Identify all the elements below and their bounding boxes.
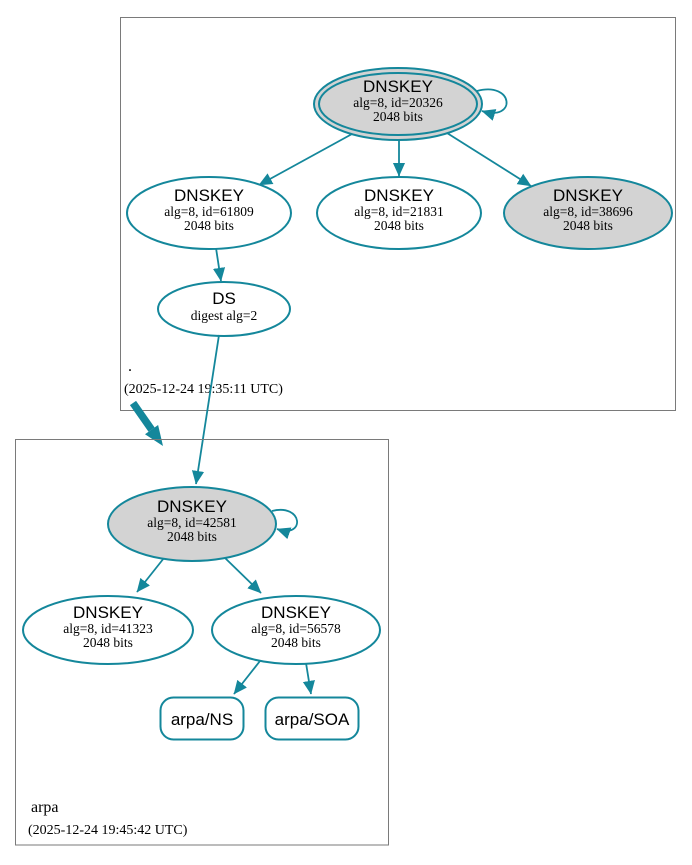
rrset-label: arpa/SOA	[275, 710, 350, 729]
node-detail2: 2048 bits	[184, 218, 234, 233]
zone-root-label: .	[128, 358, 132, 375]
rrset-label: arpa/NS	[171, 710, 233, 729]
node-detail2: 2048 bits	[271, 635, 321, 650]
edge-56578-arpa-soa	[302, 662, 315, 695]
zone-arpa-label: arpa	[31, 799, 59, 816]
node-detail1: digest alg=2	[191, 308, 257, 323]
node-title: DNSKEY	[73, 603, 143, 622]
node-detail1: alg=8, id=42581	[147, 515, 236, 530]
node-dnskey-41323[interactable]: DNSKEY alg=8, id=41323 2048 bits	[22, 595, 194, 665]
node-dnskey-42581[interactable]: DNSKEY alg=8, id=42581 2048 bits	[107, 486, 277, 562]
node-dnskey-21831[interactable]: DNSKEY alg=8, id=21831 2048 bits	[316, 176, 482, 250]
node-title: DNSKEY	[363, 77, 433, 96]
node-detail2: 2048 bits	[373, 109, 423, 124]
node-detail1: alg=8, id=38696	[543, 204, 633, 219]
node-ds[interactable]: DS digest alg=2	[157, 281, 291, 337]
edge-56578-arpa-ns	[233, 660, 261, 695]
node-dnskey-20326[interactable]: DNSKEY alg=8, id=20326 2048 bits	[313, 67, 483, 141]
node-title: DNSKEY	[553, 186, 623, 205]
zone-root-box	[120, 17, 676, 411]
node-title: DNSKEY	[261, 603, 331, 622]
edge-delegation-arrowhead	[145, 425, 163, 446]
node-detail2: 2048 bits	[563, 218, 613, 233]
node-detail1: alg=8, id=56578	[251, 621, 341, 636]
node-title: DNSKEY	[364, 186, 434, 205]
edge-20326-self-loop	[476, 88, 508, 121]
zone-arpa: arpa (2025-12-24 19:45:42 UTC) DNSKEY al…	[15, 439, 389, 846]
zone-arpa-box	[15, 439, 389, 846]
node-dnskey-61809[interactable]: DNSKEY alg=8, id=61809 2048 bits	[126, 176, 292, 250]
edge-ds-42581	[191, 334, 220, 485]
edge-delegation-shaft	[129, 400, 155, 432]
node-dnskey-38696[interactable]: DNSKEY alg=8, id=38696 2048 bits	[503, 176, 673, 250]
edge-20326-38696	[446, 132, 532, 187]
cross-zone-edges	[129, 334, 220, 485]
edge-61809-ds	[212, 247, 226, 282]
edge-42581-56578	[223, 556, 262, 594]
node-detail2: 2048 bits	[374, 218, 424, 233]
node-dnskey-56578[interactable]: DNSKEY alg=8, id=56578 2048 bits	[211, 595, 381, 665]
node-title: DNSKEY	[157, 497, 227, 516]
node-detail1: alg=8, id=61809	[164, 204, 254, 219]
zone-root-timestamp: (2025-12-24 19:35:11 UTC)	[124, 382, 283, 397]
edge-20326-61809	[258, 133, 353, 186]
zone-root: . (2025-12-24 19:35:11 UTC) DNSKEY alg=8…	[120, 17, 676, 411]
edge-42581-self-loop	[271, 508, 298, 540]
node-rrset-arpa-ns[interactable]: arpa/NS	[159, 696, 245, 741]
node-detail1: alg=8, id=21831	[354, 204, 443, 219]
node-detail1: alg=8, id=41323	[63, 621, 153, 636]
node-rrset-arpa-soa[interactable]: arpa/SOA	[264, 696, 360, 741]
node-title: DS	[212, 289, 236, 308]
node-title: DNSKEY	[174, 186, 244, 205]
node-detail2: 2048 bits	[167, 529, 217, 544]
node-detail2: 2048 bits	[83, 635, 133, 650]
node-detail1: alg=8, id=20326	[353, 95, 443, 110]
edge-42581-41323	[136, 557, 165, 593]
zone-arpa-timestamp: (2025-12-24 19:45:42 UTC)	[28, 823, 188, 838]
